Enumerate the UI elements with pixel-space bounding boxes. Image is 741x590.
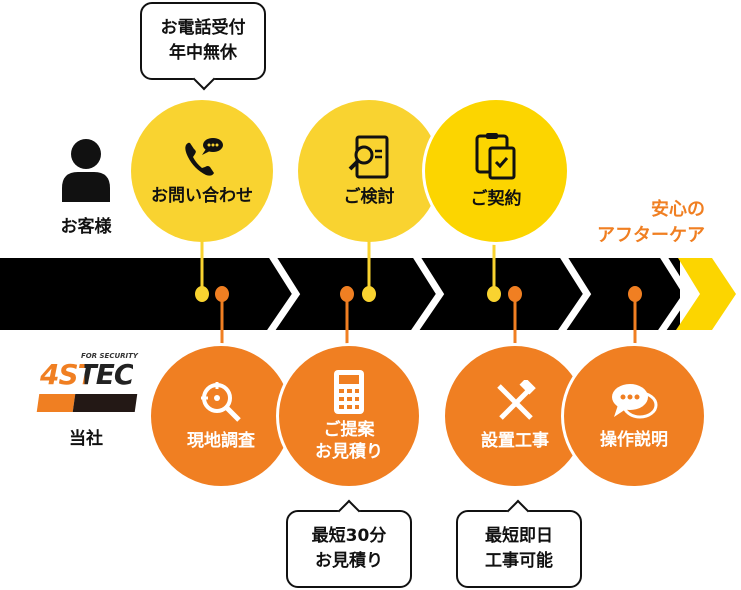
step-inquiry: お問い合わせ xyxy=(131,100,273,242)
step-label: ご契約 xyxy=(470,189,522,209)
customer-dot xyxy=(195,286,209,302)
customer-connectors xyxy=(200,240,496,293)
callout-line: お電話受付 xyxy=(160,18,246,38)
step-consider: ご検討 xyxy=(298,100,440,242)
step-label: 操作説明 xyxy=(600,430,668,450)
aftercare-label: 安心の アフターケア xyxy=(597,197,705,249)
company-logo: FOR SECURITY 4STEC xyxy=(36,352,140,414)
step-label: 設置工事 xyxy=(481,431,549,451)
install-callout: 最短即日 工事可能 xyxy=(456,499,582,588)
logo-subtitle: FOR SECURITY xyxy=(80,352,138,360)
aftercare-arrow xyxy=(676,258,736,330)
step-label: お見積り xyxy=(315,442,383,462)
step-proposal: ご提案 お見積り xyxy=(276,343,422,489)
company-connectors xyxy=(220,293,637,350)
company-dot xyxy=(628,286,642,302)
company-dot xyxy=(508,286,522,302)
company-label: 当社 xyxy=(69,429,103,449)
calculator-icon xyxy=(334,370,364,414)
callout-line: 最短30分 xyxy=(311,526,387,546)
logo-text: 4STEC xyxy=(40,358,134,391)
step-contract: ご契約 xyxy=(422,97,570,245)
phone-callout: お電話受付 年中無休 xyxy=(140,2,266,91)
company-dot xyxy=(215,286,229,302)
callout-line: 工事可能 xyxy=(485,551,553,571)
customer-dot xyxy=(487,286,501,302)
document-search-icon xyxy=(348,135,389,179)
phone-chat-icon xyxy=(185,138,223,176)
speech-bubbles-icon xyxy=(612,384,658,419)
customer-dot xyxy=(362,286,376,302)
tools-icon xyxy=(497,380,536,420)
step-label: 現地調査 xyxy=(187,431,255,451)
customer-label: お客様 xyxy=(60,217,112,237)
estimate-callout: 最短30分 お見積り xyxy=(286,499,412,588)
aftercare-line1: 安心の xyxy=(651,199,705,220)
aftercare-line2: アフターケア xyxy=(597,225,705,246)
callout-line: 最短即日 xyxy=(485,526,553,546)
search-target-icon xyxy=(201,382,241,422)
callout-line: 年中無休 xyxy=(169,43,237,63)
step-label: ご検討 xyxy=(343,187,395,207)
company-dot xyxy=(340,286,354,302)
person-icon xyxy=(62,139,110,202)
step-label: ご提案 xyxy=(323,420,375,440)
step-instruction: 操作説明 xyxy=(561,343,707,489)
step-survey: 現地調査 xyxy=(148,343,294,489)
callout-line: お見積り xyxy=(315,551,383,571)
step-label: お問い合わせ xyxy=(151,186,253,206)
clipboard-check-icon xyxy=(475,133,516,180)
